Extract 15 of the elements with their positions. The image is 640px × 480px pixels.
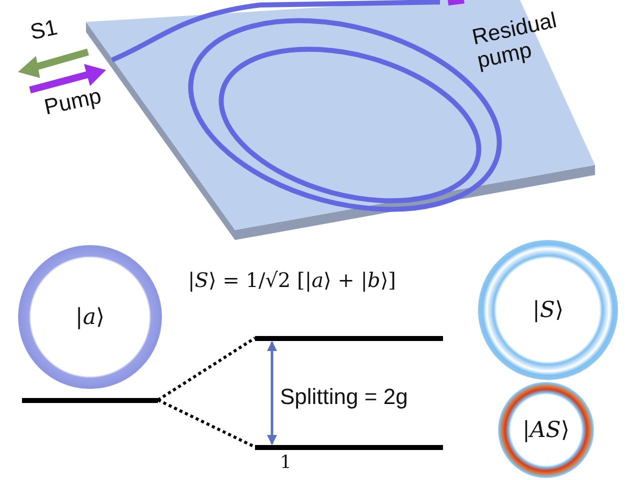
energy-level [255,336,443,341]
state-label: |S⟩ [532,298,564,322]
signal-label: Pump [42,83,104,120]
signal-label: Residual pump [470,6,560,73]
double-arrow [267,341,277,445]
splitting-label: Splitting = 2g [280,384,408,410]
energy-level [22,398,158,403]
formula-label: |S⟩ = 1/√2 [|a⟩ + |b⟩] [188,268,396,292]
state-label: |a⟩ [75,304,105,330]
dotted-connector [157,398,256,448]
dotted-connector [157,336,256,402]
state-label: |AS⟩ [522,418,570,442]
formula-fragment: 1 [280,452,292,473]
energy-level [255,445,443,450]
signal-label: S1 [28,14,60,46]
